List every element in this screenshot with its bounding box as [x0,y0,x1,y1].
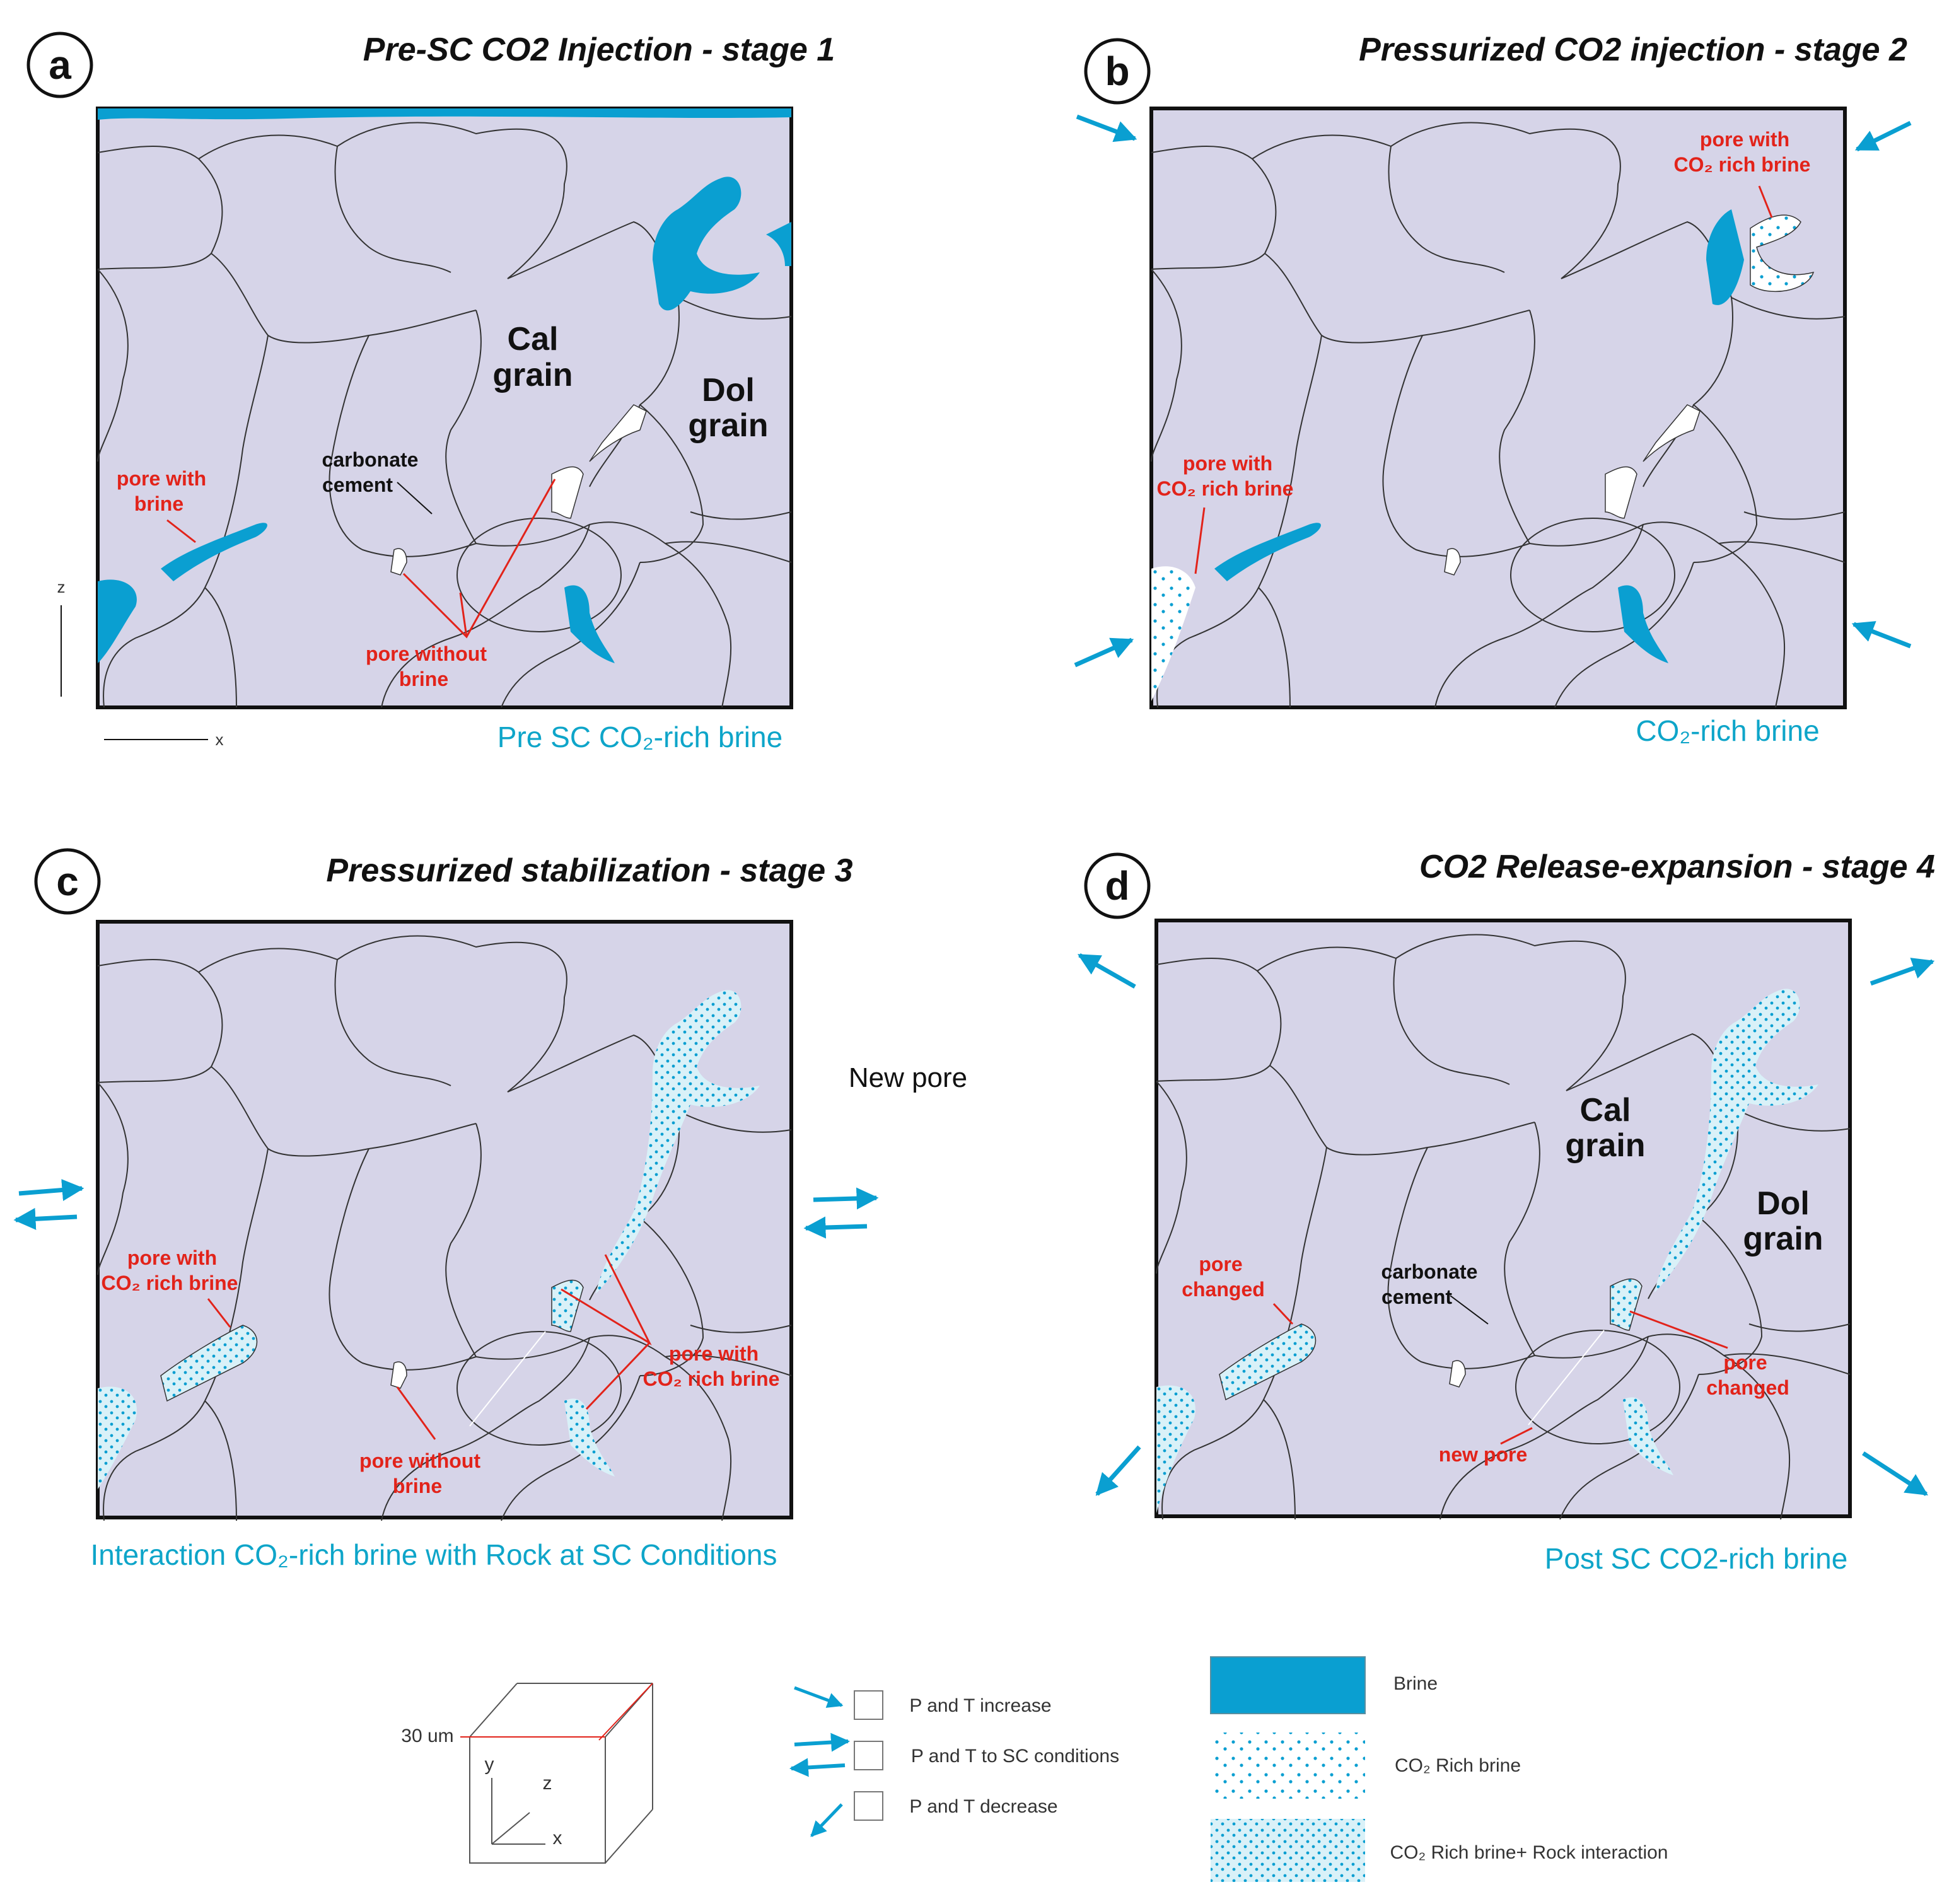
panel-d-pore-changed-right-line1: pore [1723,1351,1767,1374]
panel-a-title: Pre-SC CO2 Injection - stage 1 [363,32,835,68]
legend-fill-label-1: Brine [1393,1673,1438,1694]
legend-fill-label-3: CO₂ Rich brine+ Rock interaction [1390,1842,1668,1863]
legend-arrow-label-3: P and T decrease [909,1796,1057,1817]
panel-d-cement-line2: cement [1381,1286,1452,1308]
panel-b-letter: b [1105,49,1129,94]
panel-d-letter-circle [1084,852,1151,919]
panel-d-caption: Post SC CO2-rich brine [1545,1542,1848,1575]
panel-d-new-pore: new pore [1439,1443,1527,1466]
panel-b-letter-circle [1084,38,1151,105]
panel-c-pore-co2-left-line2: CO₂ rich brine [102,1272,238,1294]
panel-b-pore-co2-top-line2: CO₂ rich brine [1674,153,1811,176]
panel-a-dol-grain-line1: Dol [702,372,755,409]
legend-brine-swatch [1210,1656,1366,1714]
scale-cube-z: z [543,1773,552,1794]
panel-d [1154,919,1852,1520]
panel-b [1149,107,1847,709]
axis-x-label: x [216,730,224,749]
panel-a-cement-line2: cement [322,473,393,496]
panel-c-letter: c [56,859,79,904]
panel-d-cal-grain-line1: Cal [1580,1092,1631,1129]
arrow-in-top-right [1854,120,1912,152]
panel-c [96,920,793,1521]
scale-cube [460,1683,653,1864]
panel-a-letter: a [49,42,71,88]
arrow-sc-right-out [803,1216,868,1239]
panel-d-pore-changed-left-line2: changed [1182,1278,1265,1301]
panel-c-pore-co2-right-line2: CO₂ rich brine [643,1367,780,1390]
panel-b-pore-co2-top-line1: pore with [1700,128,1789,151]
panel-c-pore-nobrine-line1: pore without [359,1449,480,1472]
arrow-out-bottom-left [1095,1445,1141,1496]
panel-c-title: Pressurized stabilization - stage 3 [326,852,852,889]
arrow-sc-right-in [813,1187,879,1210]
scale-cube-x: x [553,1828,562,1849]
panel-c-new-pore: New pore [849,1062,967,1093]
panel-a-pore-nobrine-line1: pore without [366,642,487,665]
arrow-out-top-left [1077,953,1136,989]
legend-co2-brine-swatch [1214,1733,1365,1799]
panel-a-cement-line1: carbonate [322,448,419,471]
panel-c-caption: Interaction CO₂-rich brine with Rock at … [90,1538,777,1571]
arrow-in-bottom-left [1074,637,1134,668]
panel-d-cal-grain-line2: grain [1565,1127,1645,1164]
panel-c-pore-co2-right-line1: pore with [669,1342,759,1365]
arrow-in-bottom-right [1851,621,1912,649]
panel-a [96,107,793,709]
arrow-out-top-right [1870,958,1935,986]
double-arrow-icon [794,1733,850,1752]
legend-arrow-label-1: P and T increase [909,1695,1051,1716]
panel-d-pore-changed-left-line1: pore [1199,1253,1242,1275]
arrow-in-top-left [1076,114,1137,142]
panel-d-dol-grain-line1: Dol [1757,1185,1810,1222]
panel-d-dol-grain-line2: grain [1743,1221,1823,1257]
panel-d-letter: d [1105,863,1129,908]
outward-arrow-icon [810,1803,843,1837]
single-arrow-icon [794,1686,844,1708]
panel-d-title: CO2 Release-expansion - stage 4 [1419,849,1935,885]
legend-arrow-label-2: P and T to SC conditions [911,1746,1119,1767]
panel-a-letter-circle [26,32,93,98]
panel-a-pore-nobrine-line2: brine [399,668,448,690]
legend-fill-label-2: CO₂ Rich brine [1395,1755,1521,1776]
panel-d-pore-changed-right-line2: changed [1706,1376,1789,1399]
panel-a-caption: Pre SC CO₂-rich brine [497,721,782,753]
panel-b-caption: CO₂-rich brine [1636,714,1819,747]
panel-a-pore-brine-line2: brine [134,492,183,515]
panel-a-dol-grain-line2: grain [688,407,768,444]
panel-a-pore-brine-line1: pore with [117,467,206,490]
legend-co2-rock-swatch [1211,1819,1365,1882]
panel-c-pore-nobrine-line2: brine [393,1475,442,1497]
panel-b-title: Pressurized CO2 injection - stage 2 [1359,32,1907,68]
scale-cube-size: 30 um [401,1726,453,1746]
axis-z-label: z [57,578,66,596]
panel-c-letter-circle [34,848,101,915]
arrow-sc-left-out [13,1207,78,1230]
panel-a-cal-grain-line2: grain [492,357,573,393]
arrow-sc-left-in [18,1179,84,1201]
panel-b-pore-co2-left-line2: CO₂ rich brine [1157,477,1294,500]
panel-d-cement-line1: carbonate [1381,1260,1478,1283]
panel-c-pore-co2-left-line1: pore with [127,1246,217,1269]
panel-a-cal-grain-line1: Cal [508,321,559,357]
panel-b-pore-co2-left-line1: pore with [1183,452,1272,475]
scale-cube-y: y [485,1754,494,1775]
arrow-out-bottom-right [1862,1451,1928,1496]
